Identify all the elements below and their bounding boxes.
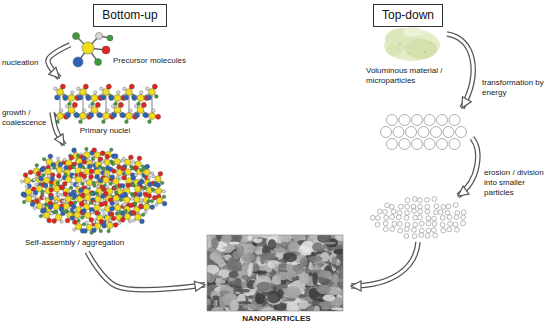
molecule-unit xyxy=(72,154,87,168)
step-label: transformation by energy xyxy=(482,78,544,98)
stage-label: Precursor molecules xyxy=(113,56,213,66)
nuclei-chain xyxy=(51,84,160,123)
molecule-unit xyxy=(131,181,144,196)
stage-label: NANOPARTICLES xyxy=(205,314,348,324)
heading-box: Top-down xyxy=(373,4,443,27)
stage-label: Self-assembly / aggregation xyxy=(25,238,165,248)
precursor-molecule xyxy=(73,33,114,68)
process-arrow xyxy=(52,112,64,145)
process-arrow xyxy=(458,138,478,196)
molecule-unit xyxy=(20,173,34,189)
arrow-label: nucleation xyxy=(2,58,42,68)
stage-node: Self-assembly / aggregation xyxy=(22,145,167,252)
molecule-unit xyxy=(39,208,53,223)
molecule-unit xyxy=(108,191,124,205)
sem-image xyxy=(207,235,343,311)
arrow-label: growth / coalescence xyxy=(2,108,48,128)
molecule-unit xyxy=(91,148,105,163)
stage-node: Primary nuclei xyxy=(52,78,158,140)
molecule-unit xyxy=(62,173,74,187)
molecule-unit xyxy=(132,211,145,224)
molecule-unit xyxy=(138,200,154,214)
molecule-unit xyxy=(80,209,93,223)
molecule-unit xyxy=(146,84,159,100)
powder-image xyxy=(384,27,440,61)
molecule-unit xyxy=(152,171,164,186)
molecule-unit xyxy=(72,172,84,187)
aggregate-cluster xyxy=(20,147,167,234)
small-particles xyxy=(370,197,466,239)
stage-label: Primary nuclei xyxy=(52,126,158,136)
molecule-unit xyxy=(83,221,97,234)
process-arrow xyxy=(447,34,473,108)
microparticles xyxy=(381,115,467,150)
molecule-unit xyxy=(59,185,73,197)
molecule-unit xyxy=(151,183,165,199)
molecule-unit xyxy=(52,210,66,223)
process-arrow xyxy=(351,242,418,286)
molecule-unit xyxy=(129,202,144,216)
molecule-unit xyxy=(72,163,84,178)
molecule-unit xyxy=(90,202,104,216)
molecule-unit xyxy=(101,201,115,216)
step-label: erosion / division into smaller particle… xyxy=(484,168,546,198)
molecule-unit xyxy=(28,164,44,179)
molecule-unit xyxy=(140,164,154,180)
heading-text: Top-down xyxy=(382,8,434,23)
molecule-unit xyxy=(33,199,47,214)
stage-label: Voluminous material / microparticles xyxy=(366,66,454,86)
molecule-unit xyxy=(102,218,118,232)
heading-text: Bottom-up xyxy=(102,8,157,23)
stage-node: NANOPARTICLES xyxy=(205,233,348,327)
molecule-unit xyxy=(143,109,160,124)
molecule-unit xyxy=(53,162,67,178)
stage-node: Voluminous material / microparticles xyxy=(360,20,460,90)
image-frame xyxy=(207,235,343,311)
process-arrow xyxy=(48,45,70,78)
molecule-unit xyxy=(152,195,167,206)
heading-box: Bottom-up xyxy=(93,4,166,27)
molecule-unit xyxy=(81,164,93,179)
process-arrow xyxy=(87,252,205,290)
molecule-unit xyxy=(98,173,114,187)
stage-node: Precursor molecules xyxy=(70,24,220,76)
